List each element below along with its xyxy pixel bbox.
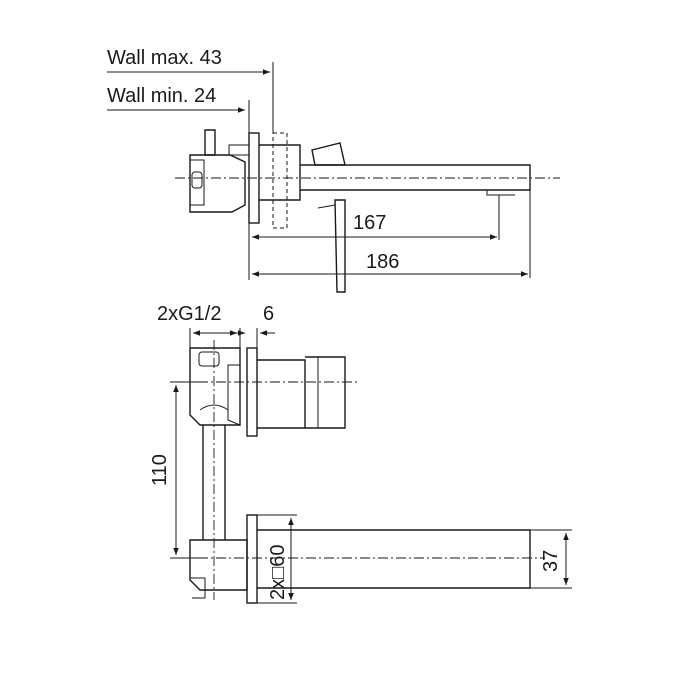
pipe-elbow xyxy=(199,404,229,411)
dim-plate: 2x□60 xyxy=(257,514,297,604)
dim-wall-min: Wall min. 24 xyxy=(107,85,250,133)
label-186: 186 xyxy=(366,251,399,273)
dim-167: 167 xyxy=(248,195,500,280)
mixer-connector-knob xyxy=(198,351,220,367)
front-view xyxy=(180,340,545,604)
dim-110: 110 xyxy=(149,381,200,559)
valve-connector xyxy=(191,171,203,189)
spout-connector xyxy=(189,539,248,591)
dim-offset-6: 6 xyxy=(237,303,275,348)
valve-collar xyxy=(228,144,250,156)
mixer-inner xyxy=(227,364,241,426)
valve-cap xyxy=(189,159,205,206)
label-wall-max: Wall max. 43 xyxy=(107,47,222,69)
lever-base xyxy=(311,142,346,166)
dim-wall-max: Wall max. 43 xyxy=(107,47,274,133)
dim-connection: 2xG1/2 xyxy=(157,303,241,348)
valve-stem xyxy=(204,129,216,156)
wall-hatch-zone xyxy=(272,132,288,229)
body-housing xyxy=(259,144,301,201)
mixer-cartridge xyxy=(257,359,306,429)
valve-body xyxy=(189,154,246,213)
label-connection: 2xG1/2 xyxy=(157,303,221,325)
spout-aerator xyxy=(486,190,515,196)
label-167: 167 xyxy=(353,212,386,234)
label-plate: 2x□60 xyxy=(267,545,289,600)
spout-connector-tab xyxy=(190,577,206,599)
label-37: 37 xyxy=(540,550,562,572)
mixer-plate xyxy=(246,347,258,437)
mixer-cap xyxy=(305,356,346,429)
dim-186: 186 xyxy=(252,190,531,278)
supply-pipe xyxy=(202,425,226,540)
label-offset-6: 6 xyxy=(263,303,274,325)
label-110: 110 xyxy=(149,454,171,486)
spout-bar xyxy=(257,529,531,589)
spout-plate xyxy=(246,514,258,604)
lever-handle xyxy=(334,199,346,293)
spout xyxy=(300,164,531,191)
mixer-connector-body xyxy=(189,347,241,426)
lever-joint xyxy=(317,204,336,209)
dim-37: 37 xyxy=(530,529,572,589)
label-wall-min: Wall min. 24 xyxy=(107,85,216,107)
